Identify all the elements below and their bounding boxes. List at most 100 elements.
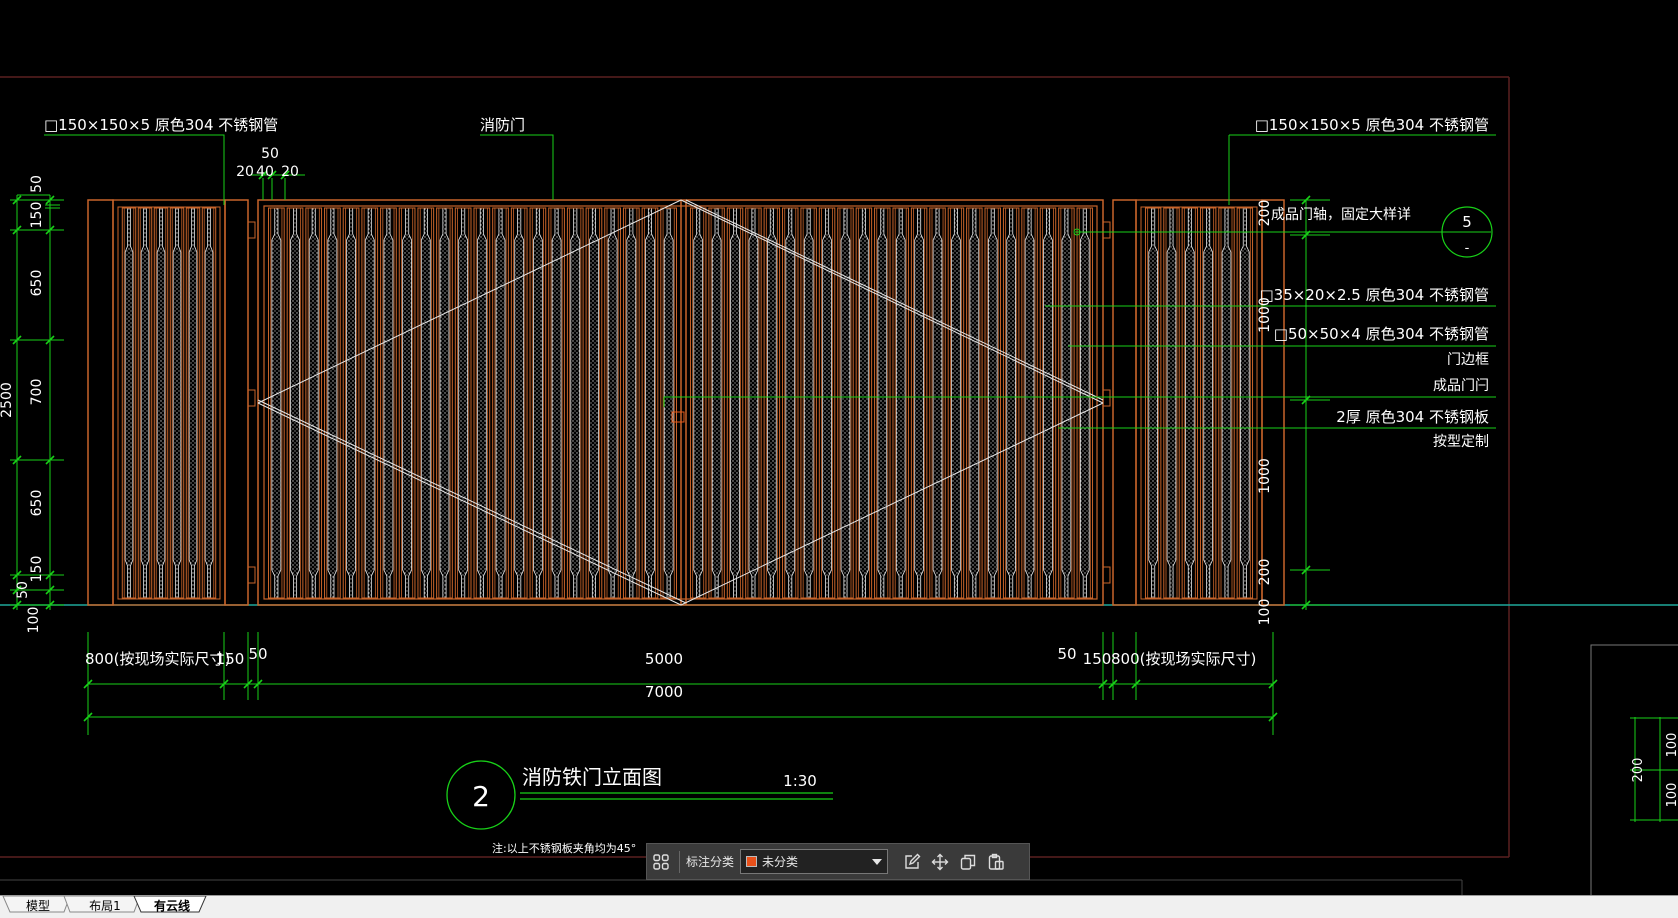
dim-left-50: 50 [29, 175, 45, 193]
stainless-bar [947, 207, 965, 599]
stainless-bar [185, 207, 201, 599]
top-dimension-texts: 50 20 40 20 [236, 146, 299, 180]
callout-tube-50: □50×50×4 原色304 不锈钢管 [1274, 325, 1489, 343]
stainless-bar [892, 207, 909, 599]
title-scale: 1:30 [783, 772, 817, 790]
dim-bottom-middle: 5000 [645, 650, 683, 668]
left-dimension-texts: 50 150 650 700 650 150 50 100 2500 [0, 175, 45, 633]
stainless-bar [837, 207, 854, 599]
tab-shapes [2, 896, 207, 913]
drawing-note: 注:以上不锈钢板夹角均为45° [492, 841, 636, 855]
stainless-bar [153, 207, 169, 599]
dim-top-40: 40 [256, 164, 274, 180]
move-icon[interactable] [926, 848, 954, 876]
stainless-bar [1236, 207, 1254, 599]
stainless-bar [137, 207, 153, 599]
stainless-bar [121, 207, 137, 599]
dim-left-700: 700 [29, 379, 45, 406]
stainless-bar [169, 207, 185, 599]
stainless-bar [966, 207, 983, 599]
side-partial-drawing: 100 200 100 [1630, 717, 1678, 822]
detail-bubble-number: 5 [1462, 213, 1472, 231]
stainless-bar [267, 207, 285, 599]
stainless-bar [305, 207, 323, 599]
stainless-bar [417, 207, 435, 599]
annotation-toolbar: 标注分类 未分类 [646, 843, 1030, 880]
stainless-bar [529, 207, 547, 599]
stainless-bar [660, 207, 678, 599]
dim-bottom-left-800: 800(按现场实际尺寸) [85, 650, 230, 668]
stainless-bar [984, 207, 1001, 599]
callout-custom: 按型定制 [1433, 434, 1489, 450]
tab-cloud-line[interactable]: 有云线 [153, 899, 190, 913]
category-label: 标注分类 [686, 855, 735, 869]
paste-icon[interactable] [982, 848, 1010, 876]
detail-bubble-sheet: - [1465, 241, 1470, 256]
stainless-bar [800, 207, 817, 599]
copy-icon[interactable] [954, 848, 982, 876]
bottom-dimension-texts: 800(按现场实际尺寸) 150 50 5000 50 150 800(按现场实… [85, 645, 1256, 701]
side-dim-100a: 100 [1665, 733, 1678, 758]
stainless-bar [818, 207, 836, 599]
stainless-bar [398, 207, 416, 599]
callout-leaders [44, 134, 1496, 429]
stainless-bar [436, 207, 453, 599]
dim-bottom-right-50: 50 [1057, 645, 1076, 663]
stainless-bar [286, 207, 304, 599]
callout-tube-35: □35×20×2.5 原色304 不锈钢管 [1259, 286, 1489, 304]
title-number: 2 [472, 780, 490, 813]
stainless-bar [641, 207, 659, 599]
dim-left-650a: 650 [29, 270, 45, 297]
stainless-bar [1076, 207, 1094, 599]
stainless-bar [1039, 207, 1057, 599]
stainless-bar [548, 207, 565, 599]
toolbar-separator [679, 850, 680, 873]
callout-fire-door: 消防门 [480, 116, 525, 134]
category-dropdown[interactable]: 未分类 [740, 849, 889, 874]
stainless-bar [201, 207, 217, 599]
dim-bottom-total: 7000 [645, 683, 683, 701]
callout-texts: □150×150×5 原色304 不锈钢管 消防门 □150×150×5 原色3… [44, 116, 1489, 450]
title-text: 消防铁门立面图 [522, 765, 662, 789]
edit-icon[interactable] [898, 848, 926, 876]
side-dim-100b: 100 [1665, 783, 1678, 808]
dim-left-100: 100 [26, 607, 42, 634]
dim-left-650b: 650 [29, 490, 45, 517]
stainless-bar [689, 207, 707, 599]
dim-right-100: 100 [1257, 599, 1273, 626]
grid-icon[interactable] [647, 848, 675, 876]
detail-bubble[interactable]: 5 - [1441, 206, 1493, 258]
stainless-bar [454, 207, 472, 599]
stainless-bar [566, 207, 584, 599]
tab-layout1[interactable]: 布局1 [89, 899, 121, 913]
stainless-bar [604, 207, 621, 599]
dim-right-200b: 200 [1257, 559, 1273, 586]
dim-right-200a: 200 [1257, 200, 1273, 227]
stainless-bar [929, 207, 946, 599]
stainless-bar [473, 207, 491, 599]
stainless-bar [585, 207, 603, 599]
dimension-lines [10, 170, 1330, 735]
drawing-title: 2 消防铁门立面图 1:30 注:以上不锈钢板夹角均为45° [446, 760, 833, 855]
stainless-bar [324, 207, 341, 599]
side-dim-200: 200 [1631, 758, 1646, 783]
dim-left-total: 2500 [0, 382, 15, 418]
stainless-bar [380, 207, 397, 599]
callout-post-left: □150×150×5 原色304 不锈钢管 [44, 116, 278, 134]
stainless-bar [708, 207, 725, 599]
stainless-bar [622, 207, 640, 599]
stainless-bar [361, 207, 379, 599]
dim-top-50: 50 [261, 146, 279, 162]
dim-bottom-right-800: 800(按现场实际尺寸) [1111, 650, 1256, 668]
dim-left-150: 150 [29, 202, 45, 229]
callout-hinge: 成品门轴，固定大样详 [1271, 207, 1411, 223]
callout-plate: 2厚 原色304 不锈钢板 [1336, 408, 1489, 426]
stainless-bar [745, 207, 762, 599]
stainless-bar [1199, 207, 1217, 599]
stainless-bar [1002, 207, 1020, 599]
stainless-bar [910, 207, 928, 599]
stainless-bar [763, 207, 781, 599]
tab-model[interactable]: 模型 [25, 899, 50, 913]
stainless-bar [492, 207, 509, 599]
